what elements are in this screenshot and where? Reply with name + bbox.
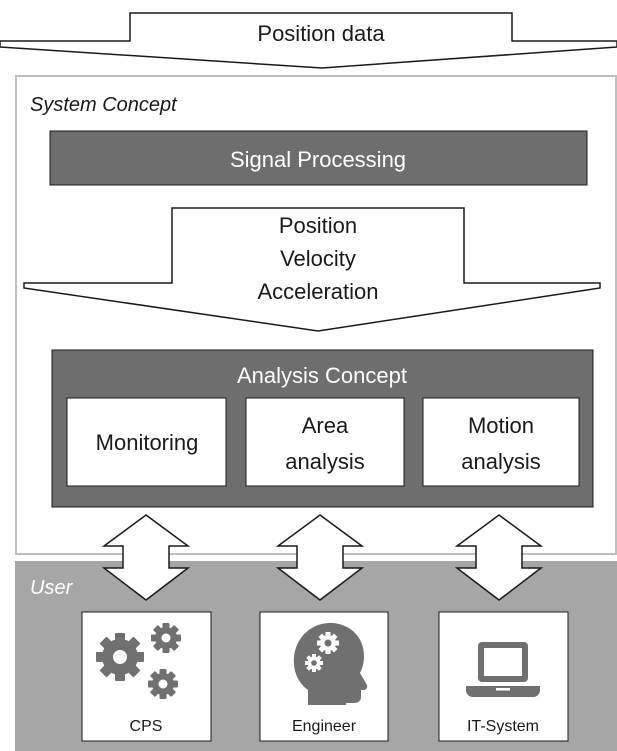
user-item-cps (81, 611, 212, 742)
area-analysis-label-line2: analysis (285, 449, 364, 474)
double-arrow-cps (101, 514, 191, 601)
output-position-label: Position (279, 213, 357, 238)
output-velocity-label: Velocity (280, 246, 356, 271)
signal-processing-label: Signal Processing (230, 147, 406, 172)
double-arrow-engineer (275, 514, 365, 601)
user-item-it-system-label: IT-System (467, 718, 539, 735)
head-gears-icon (293, 622, 368, 705)
user-item-cps-label: CPS (130, 718, 163, 735)
system-concept-title: System Concept (30, 94, 178, 116)
user-item-engineer-label: Engineer (292, 718, 357, 735)
output-acceleration-label: Acceleration (257, 279, 378, 304)
area-analysis-label-line1: Area (302, 413, 349, 438)
position-data-arrow (0, 12, 617, 69)
analysis-concept-title: Analysis Concept (237, 363, 407, 388)
monitoring-module (66, 397, 227, 487)
monitoring-label: Monitoring (96, 430, 199, 455)
user-panel-title: User (30, 577, 74, 599)
motion-analysis-label-line1: Motion (468, 413, 534, 438)
double-arrow-it-system (454, 514, 544, 601)
position-data-label: Position data (257, 21, 385, 46)
signal-processing-box (49, 130, 588, 186)
signal-outputs-arrow (23, 207, 601, 332)
gears-icon (96, 623, 181, 699)
area-analysis-module (245, 397, 405, 487)
motion-analysis-label-line2: analysis (461, 449, 540, 474)
laptop-icon (466, 642, 540, 697)
motion-analysis-module (422, 397, 580, 487)
